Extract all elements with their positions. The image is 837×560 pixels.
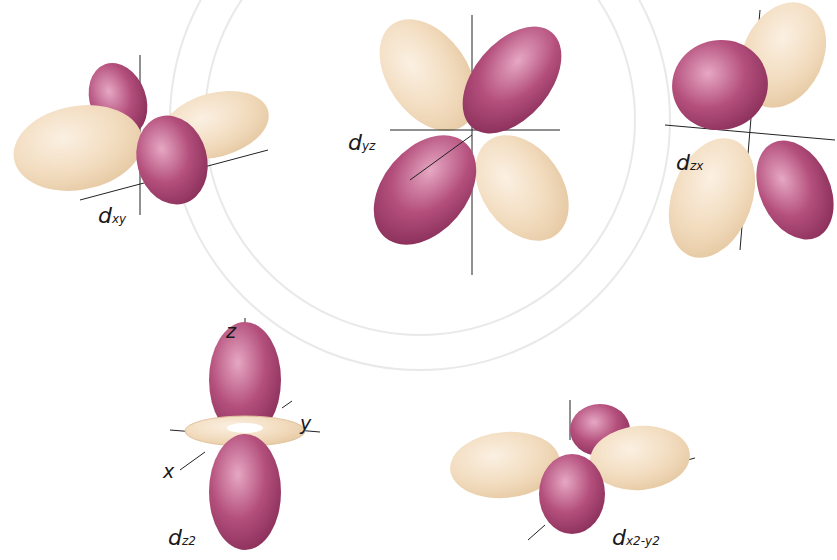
orbital-label: dz2 — [168, 527, 196, 549]
orbital-label: dx2-y2 — [612, 527, 660, 549]
axis-label: y — [300, 414, 311, 433]
axis-label: z — [226, 322, 236, 341]
orbital-label: dxy — [98, 205, 126, 227]
orbital-label: dzx — [676, 152, 703, 174]
orbital-label: dyz — [348, 132, 375, 154]
axis-label: x — [163, 462, 174, 481]
